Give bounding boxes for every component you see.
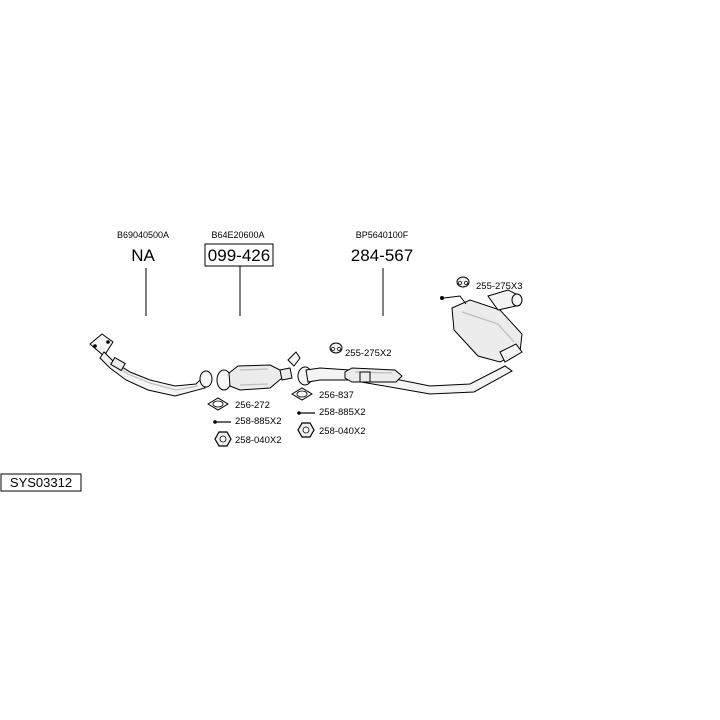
accessory-bolt-258-885x2-left[interactable]: 258-885X2 xyxy=(213,416,281,427)
oem-number: B64E20600A xyxy=(211,230,264,240)
accessory-gasket-256-272[interactable]: 256-272 xyxy=(207,397,270,411)
part-label-front-pipe[interactable]: B69040500A NA xyxy=(117,230,169,265)
oem-number: B69040500A xyxy=(117,230,169,240)
accessory-nut-258-040x2-right[interactable]: 258-040X2 xyxy=(297,422,365,438)
accessory-label: 256-837 xyxy=(319,390,354,401)
accessory-label: 256-272 xyxy=(235,400,270,411)
accessory-nut-258-040x2-left[interactable]: 258-040X2 xyxy=(214,431,281,447)
mid-pipe-hanger xyxy=(287,351,301,367)
accessory-label: 258-885X2 xyxy=(235,416,281,427)
front-pipe-drawing xyxy=(89,333,213,397)
part-number: NA xyxy=(131,246,155,265)
system-code-box xyxy=(0,473,82,492)
catalytic-converter xyxy=(228,364,283,391)
accessory-gasket-256-837[interactable]: 256-837 xyxy=(291,387,354,401)
resonator xyxy=(344,367,403,383)
part-number-box xyxy=(204,243,274,267)
front-pipe-outlet-flange xyxy=(199,370,213,388)
accessory-label: 258-040X2 xyxy=(235,435,281,446)
accessory-label: 258-040X2 xyxy=(319,426,365,437)
system-code-label: SYS03312 xyxy=(10,475,72,490)
rear-muffler-drawing xyxy=(440,289,523,363)
accessory-label: 255-275X2 xyxy=(345,348,391,359)
system-code: SYS03312 xyxy=(0,473,82,492)
part-number: 284-567 xyxy=(351,246,413,265)
accessory-rubber-mount-255-275x2[interactable]: 255-275X2 xyxy=(329,342,391,359)
mid-pipe-drawing xyxy=(287,351,513,395)
front-flange xyxy=(89,333,114,357)
accessory-label: 258-885X2 xyxy=(319,407,365,418)
part-label-rear-muffler[interactable]: BP5640100F 284-567 xyxy=(351,230,413,265)
oem-number: BP5640100F xyxy=(356,230,409,240)
accessory-label: 255-275X3 xyxy=(476,281,522,292)
catalytic-converter-drawing xyxy=(216,364,293,391)
part-label-catalytic-converter[interactable]: B64E20600A 099-426 xyxy=(204,230,274,267)
accessory-bolt-258-885x2-right[interactable]: 258-885X2 xyxy=(297,407,365,418)
part-number: 099-426 xyxy=(208,246,270,265)
accessory-rubber-mount-255-275x3[interactable]: 255-275X3 xyxy=(456,276,522,292)
